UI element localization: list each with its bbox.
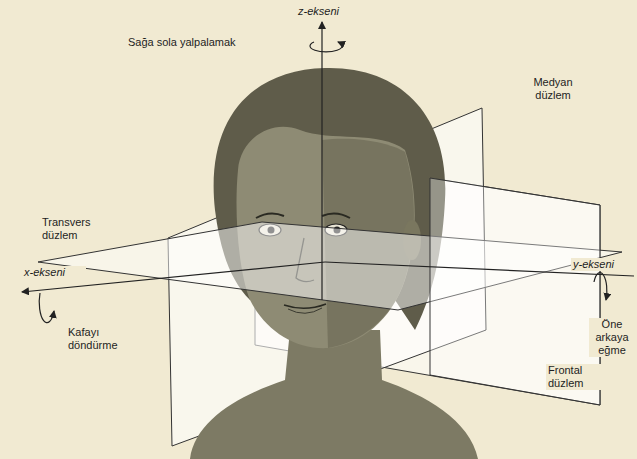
plane-axis-label: Öne arkaya eğme bbox=[589, 318, 635, 357]
mouth bbox=[284, 304, 326, 308]
eyebrow bbox=[256, 213, 350, 218]
lip bbox=[288, 308, 322, 313]
rotation-arrow bbox=[310, 42, 342, 52]
plane-axis-label: Frontal düzlem bbox=[546, 364, 610, 390]
plane-axis-label: Kafayı döndürme bbox=[66, 326, 140, 352]
z-axis bbox=[321, 22, 322, 300]
plane-axis-label: y-ekseni bbox=[571, 258, 635, 271]
plane-axis-label: Transvers düzlem bbox=[40, 216, 112, 242]
plane-axis-label: Medyan düzlem bbox=[516, 76, 590, 102]
plane-axis-label: z-ekseni bbox=[296, 5, 360, 18]
plane-axis-label: x-ekseni bbox=[22, 266, 86, 279]
x-axis bbox=[22, 262, 325, 292]
rotation-arrow bbox=[594, 273, 607, 300]
plane-axis-label: Sağa sola yalpalamak bbox=[126, 36, 280, 49]
rotation-arrow bbox=[39, 293, 54, 323]
